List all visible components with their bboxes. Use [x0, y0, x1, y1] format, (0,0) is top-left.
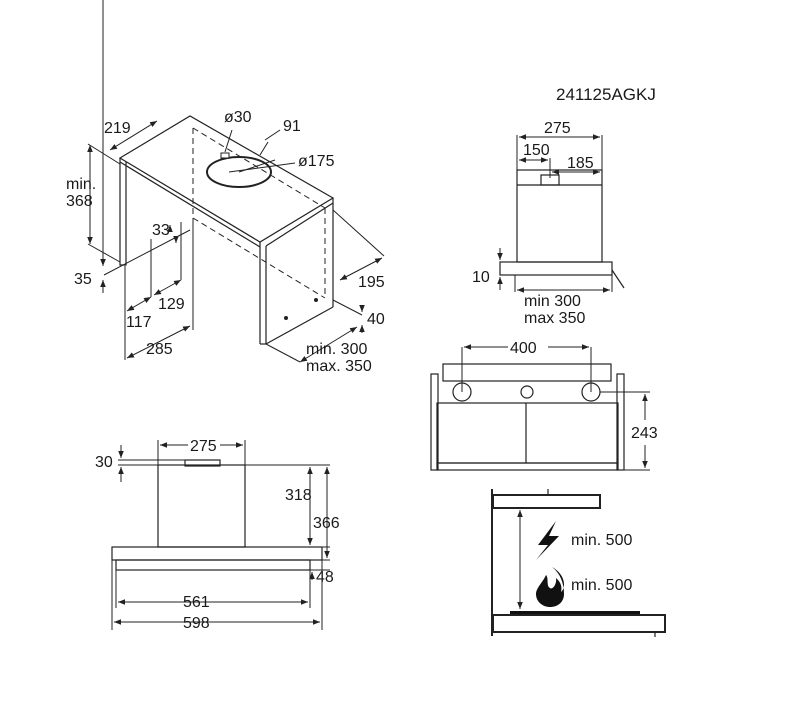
- front-view: 275 30 318 366 48 561 598: [95, 438, 340, 632]
- dim-min-300: min 300: [524, 293, 581, 310]
- dim-219: 219: [104, 120, 131, 137]
- dim-400: 400: [510, 340, 537, 357]
- dim-117: 117: [126, 314, 152, 331]
- dim-368: 368: [66, 193, 93, 210]
- dim-min-label: min.: [66, 176, 96, 193]
- dim-275-front: 275: [190, 438, 217, 455]
- dim-30: 30: [95, 454, 113, 471]
- dim-10: 10: [472, 269, 490, 286]
- dim-366: 366: [313, 515, 340, 532]
- dim-598: 598: [183, 615, 210, 632]
- dim-129: 129: [158, 296, 185, 313]
- dim-40: 40: [367, 311, 385, 328]
- dim-33: 33: [152, 222, 170, 239]
- dim-max-350: max 350: [524, 310, 585, 327]
- dim-span-max: max. 350: [306, 358, 372, 375]
- dim-285: 285: [146, 341, 173, 358]
- dim-91: 91: [283, 118, 301, 135]
- model-code: 241125AGKJ: [556, 85, 656, 104]
- dim-275-top: 275: [544, 120, 571, 137]
- iso-view: 219 ø30 91 ø175 min. 368 33 35 195 129 1…: [66, 0, 385, 375]
- dim-195: 195: [358, 274, 385, 291]
- dim-35: 35: [74, 271, 92, 288]
- dim-o175: ø175: [298, 153, 335, 170]
- dim-318: 318: [285, 487, 312, 504]
- dim-span-min: min. 300: [306, 341, 367, 358]
- dim-48: 48: [316, 569, 334, 586]
- dim-243: 243: [631, 425, 658, 442]
- clearance-view: min. 500 min. 500: [491, 489, 666, 637]
- dim-150: 150: [523, 142, 550, 159]
- flame-icon: [536, 567, 565, 607]
- top-view: 275 150 185 10 min 300 max 350: [472, 120, 625, 327]
- dim-185: 185: [567, 155, 594, 172]
- dim-o30: ø30: [224, 109, 252, 126]
- front-mount-view: 400 243: [430, 340, 658, 471]
- electric-clearance: min. 500: [571, 532, 632, 549]
- lightning-icon: [536, 521, 559, 560]
- dim-561: 561: [183, 594, 210, 611]
- gas-clearance: min. 500: [571, 577, 632, 594]
